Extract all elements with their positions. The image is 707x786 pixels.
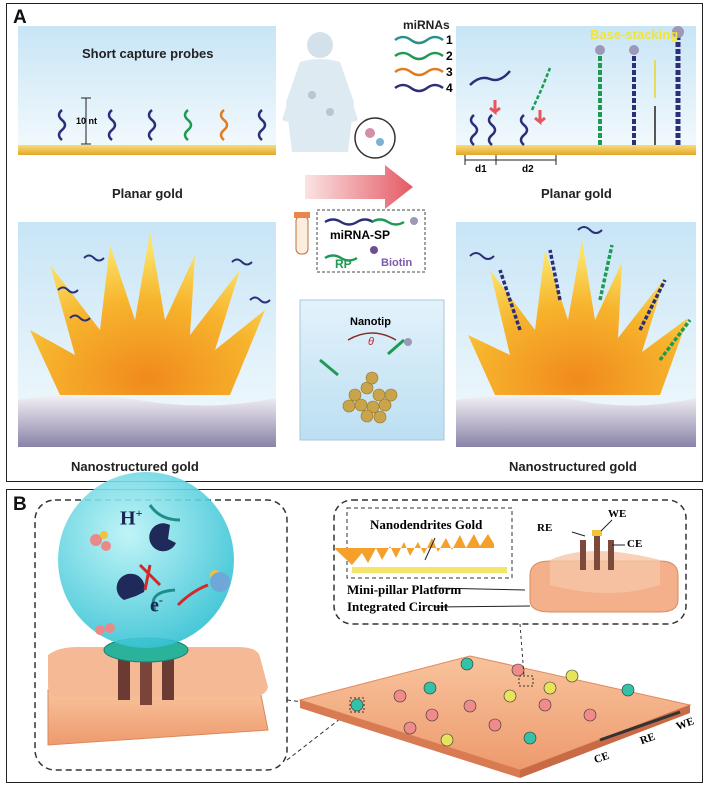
h-plus-text: H bbox=[120, 507, 136, 530]
integrated-circuit-label: Integrated Circuit bbox=[347, 599, 449, 614]
nanotip-box bbox=[299, 299, 445, 441]
re-label: RE bbox=[537, 522, 553, 534]
nanostructured-gold-right-box bbox=[456, 222, 696, 447]
process-arrow-icon bbox=[305, 165, 413, 209]
mini-pillar-platform-label: Mini-pillar Platform bbox=[347, 582, 462, 597]
theta-label: θ bbox=[368, 336, 374, 348]
mirna-number-1: 1 bbox=[446, 33, 453, 47]
mirna-legend bbox=[394, 35, 444, 93]
planar-gold-left-box bbox=[18, 26, 276, 155]
blood-magnifier-icon bbox=[354, 117, 396, 159]
short-capture-probes-label: Short capture probes bbox=[82, 46, 214, 61]
mirna-sp-label: miRNA-SP bbox=[330, 228, 391, 242]
planar-gold-left-label: Planar gold bbox=[112, 186, 183, 201]
h-plus-label: H+ bbox=[120, 506, 142, 531]
panel-b-label: B bbox=[13, 494, 27, 515]
planar-gold-right-label: Planar gold bbox=[541, 186, 612, 201]
h-plus-sup: + bbox=[135, 506, 143, 520]
d2-label: d2 bbox=[522, 164, 534, 175]
ten-nt-label: 10 nt bbox=[76, 116, 98, 126]
rp-label: RP bbox=[335, 257, 352, 271]
we-label: WE bbox=[608, 508, 627, 520]
e-minus-sup: - bbox=[158, 593, 163, 607]
mirnas-title: miRNAs bbox=[403, 18, 450, 32]
nanostructured-gold-left-label: Nanostructured gold bbox=[71, 459, 199, 474]
mirna-number-4: 4 bbox=[446, 81, 453, 95]
base-stacking-label: Base-stacking bbox=[590, 27, 679, 42]
electrode-pads bbox=[350, 657, 635, 747]
nanostructured-gold-right-label: Nanostructured gold bbox=[509, 459, 637, 474]
planar-gold-right-box bbox=[456, 26, 696, 165]
panel-a-label: A bbox=[13, 7, 27, 28]
nanodendrites-gold-label: Nanodendrites Gold bbox=[370, 517, 483, 532]
nanotip-label: Nanotip bbox=[350, 316, 391, 328]
mirna-number-3: 3 bbox=[446, 65, 453, 79]
mirna-number-2: 2 bbox=[446, 49, 453, 63]
human-body-illustration bbox=[282, 32, 358, 152]
sample-tube-icon bbox=[294, 212, 310, 255]
e-minus-label: e- bbox=[150, 593, 163, 618]
ce-label: CE bbox=[627, 538, 643, 550]
nanostructured-gold-left-box bbox=[18, 222, 276, 447]
biotin-label: Biotin bbox=[381, 257, 413, 269]
d1-label: d1 bbox=[475, 164, 487, 175]
e-minus-text: e bbox=[150, 594, 159, 617]
